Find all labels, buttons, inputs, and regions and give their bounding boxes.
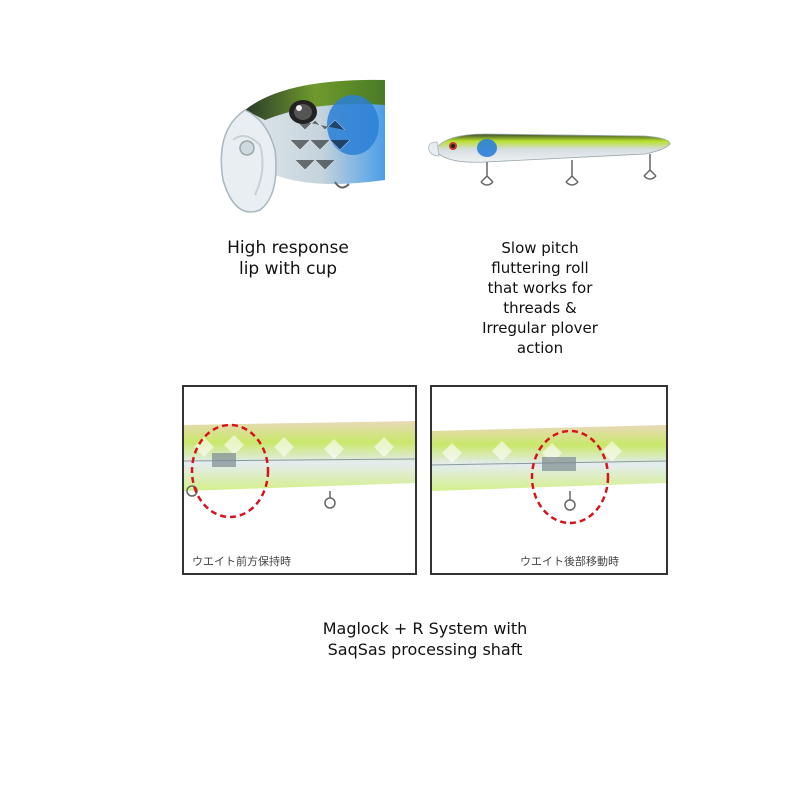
weight-forward-panel: ウエイト前方保持時: [182, 385, 417, 575]
system-caption: Maglock + R System with SaqSas processin…: [270, 618, 580, 660]
caption-line: High response: [227, 238, 349, 258]
caption-line: action: [516, 339, 564, 357]
caption-line: Maglock + R System with: [322, 619, 528, 638]
full-lure-image: [425, 120, 675, 200]
highlight-ellipse: [190, 423, 270, 519]
caption-line: Slow pitch: [501, 239, 579, 257]
caption-line: threads &: [503, 299, 577, 317]
lip-closeup-image: [205, 70, 385, 220]
caption-line: SaqSas processing shaft: [327, 640, 523, 659]
weight-rear-panel: ウエイト後部移動時: [430, 385, 668, 575]
panel-label: ウエイト前方保持時: [192, 555, 291, 568]
caption-line: that works for: [487, 279, 593, 297]
panel-label: ウエイト後部移動時: [520, 555, 619, 568]
caption-line: Irregular plover: [482, 319, 598, 337]
feature-caption-lip: High response lip with cup: [188, 238, 388, 280]
highlight-ellipse: [530, 429, 610, 525]
caption-line: lip with cup: [238, 259, 338, 279]
feature-caption-action: Slow pitch fluttering roll that works fo…: [440, 238, 640, 358]
caption-line: fluttering roll: [491, 259, 589, 277]
